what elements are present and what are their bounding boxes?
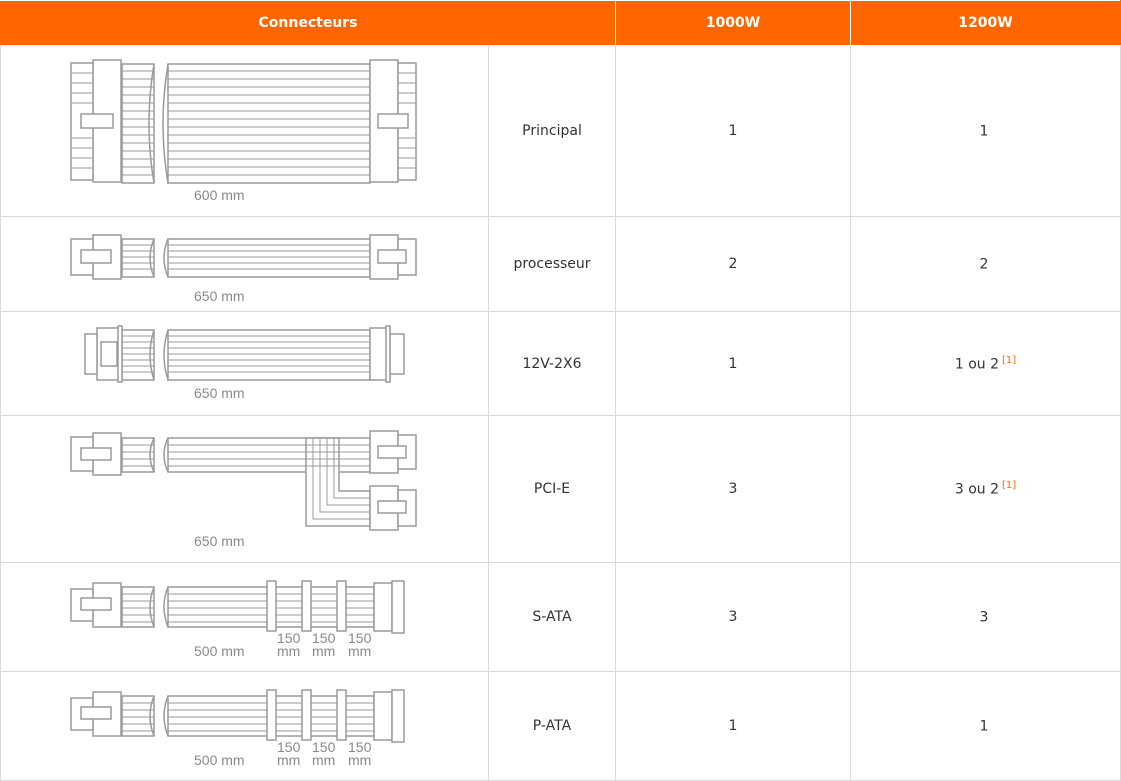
segment-unit-label: mm xyxy=(348,752,371,768)
cable-length-label: 500 mm xyxy=(194,752,245,768)
segment-unit-label: mm xyxy=(277,752,300,768)
count-1000w: 1 xyxy=(615,45,852,217)
cable-length-label: 650 mm xyxy=(194,288,245,304)
count-1000w: 1 xyxy=(615,671,852,781)
count-1000w: 3 xyxy=(615,415,852,563)
pcie-cable-diagram: 650 mm xyxy=(70,430,417,549)
pata-cable-diagram: 500 mm 150 150 150 mm mm mm xyxy=(70,689,405,768)
header-row: Connecteurs 1000W 1200W xyxy=(0,0,1121,46)
footnote-link[interactable]: [1] xyxy=(1002,354,1017,366)
cable-image-cell: 500 mm 150 150 150 mm mm mm xyxy=(0,671,489,781)
count-1200w-value: 1 xyxy=(979,718,989,735)
table-row: 650 mm PCI-E 3 3 ou 2[1] xyxy=(0,415,1121,563)
segment-length-label: 150 xyxy=(312,739,336,755)
count-1200w-value: 1 xyxy=(979,123,989,140)
main-cable-diagram: 600 mm xyxy=(70,59,417,203)
count-1200w-value: 1 ou 2 xyxy=(954,356,999,373)
segment-unit-label: mm xyxy=(348,643,371,659)
cable-image-cell: 650 mm xyxy=(0,311,489,416)
count-1200w: 1 xyxy=(850,45,1121,217)
cable-length-label: 650 mm xyxy=(194,533,245,549)
header-1200w: 1200W xyxy=(850,0,1121,46)
cable-image-cell: 650 mm xyxy=(0,216,489,312)
count-1000w: 3 xyxy=(615,562,852,672)
count-1200w-value: 3 ou 2 xyxy=(954,481,999,498)
count-1200w: 3 xyxy=(850,562,1121,672)
cable-image-cell: 500 mm 150 150 150 mm mm mm xyxy=(0,562,489,672)
segment-unit-label: mm xyxy=(312,643,335,659)
count-1000w: 1 xyxy=(615,311,852,416)
cable-image-cell: 600 mm xyxy=(0,45,489,217)
segment-length-label: 150 xyxy=(348,739,372,755)
segment-length-label: 150 xyxy=(277,630,301,646)
segment-length-label: 150 xyxy=(312,630,336,646)
table-row: 500 mm 150 150 150 mm mm mm S-ATA 3 3 xyxy=(0,562,1121,672)
cpu-cable-diagram: 650 mm xyxy=(70,234,417,304)
count-1000w: 2 xyxy=(615,216,852,312)
table-row: 600 mm Principal 1 1 xyxy=(0,45,1121,217)
connector-name: processeur xyxy=(487,216,617,312)
table-row: 650 mm processeur 2 2 xyxy=(0,216,1121,312)
table-row: 650 mm 12V-2X6 1 1 ou 2[1] xyxy=(0,311,1121,416)
connector-name: Principal xyxy=(487,45,617,217)
table-row: 500 mm 150 150 150 mm mm mm P-ATA 1 1 xyxy=(0,671,1121,781)
segment-unit-label: mm xyxy=(277,643,300,659)
sata-cable-diagram: 500 mm 150 150 150 mm mm mm xyxy=(70,580,405,659)
count-1200w: 2 xyxy=(850,216,1121,312)
connector-name: PCI-E xyxy=(487,415,617,563)
cable-image-cell: 650 mm xyxy=(0,415,489,563)
cable-length-label: 500 mm xyxy=(194,643,245,659)
cable-length-label: 600 mm xyxy=(194,187,245,203)
cable-length-label: 650 mm xyxy=(194,385,245,401)
header-connectors: Connecteurs xyxy=(0,0,617,46)
segment-unit-label: mm xyxy=(312,752,335,768)
connector-name: P-ATA xyxy=(487,671,617,781)
count-1200w: 3 ou 2[1] xyxy=(850,415,1121,563)
footnote-link[interactable]: [1] xyxy=(1002,480,1017,492)
connector-name: S-ATA xyxy=(487,562,617,672)
count-1200w-value: 3 xyxy=(979,609,989,626)
count-1200w: 1 ou 2[1] xyxy=(850,311,1121,416)
connector-name: 12V-2X6 xyxy=(487,311,617,416)
segment-length-label: 150 xyxy=(348,630,372,646)
12v-cable-diagram: 650 mm xyxy=(84,325,405,401)
count-1200w-value: 2 xyxy=(979,256,989,273)
header-1000w: 1000W xyxy=(615,0,852,46)
count-1200w: 1 xyxy=(850,671,1121,781)
segment-length-label: 150 xyxy=(277,739,301,755)
